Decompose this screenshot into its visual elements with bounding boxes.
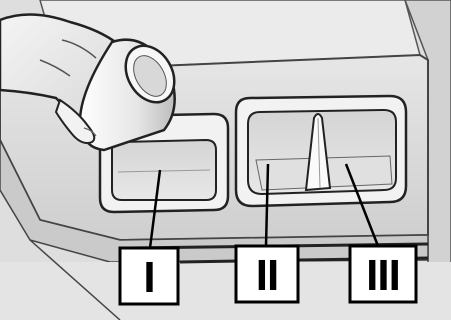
compartment-2-3-tray	[236, 96, 406, 206]
callout-1: I	[120, 248, 178, 304]
callout-labels: I II III	[120, 246, 416, 304]
callout-3: III	[350, 246, 416, 302]
callout-2-label: II	[256, 251, 278, 300]
callout-2: II	[236, 246, 298, 302]
callout-1-label: I	[143, 253, 154, 302]
callout-3-label: III	[366, 251, 400, 300]
